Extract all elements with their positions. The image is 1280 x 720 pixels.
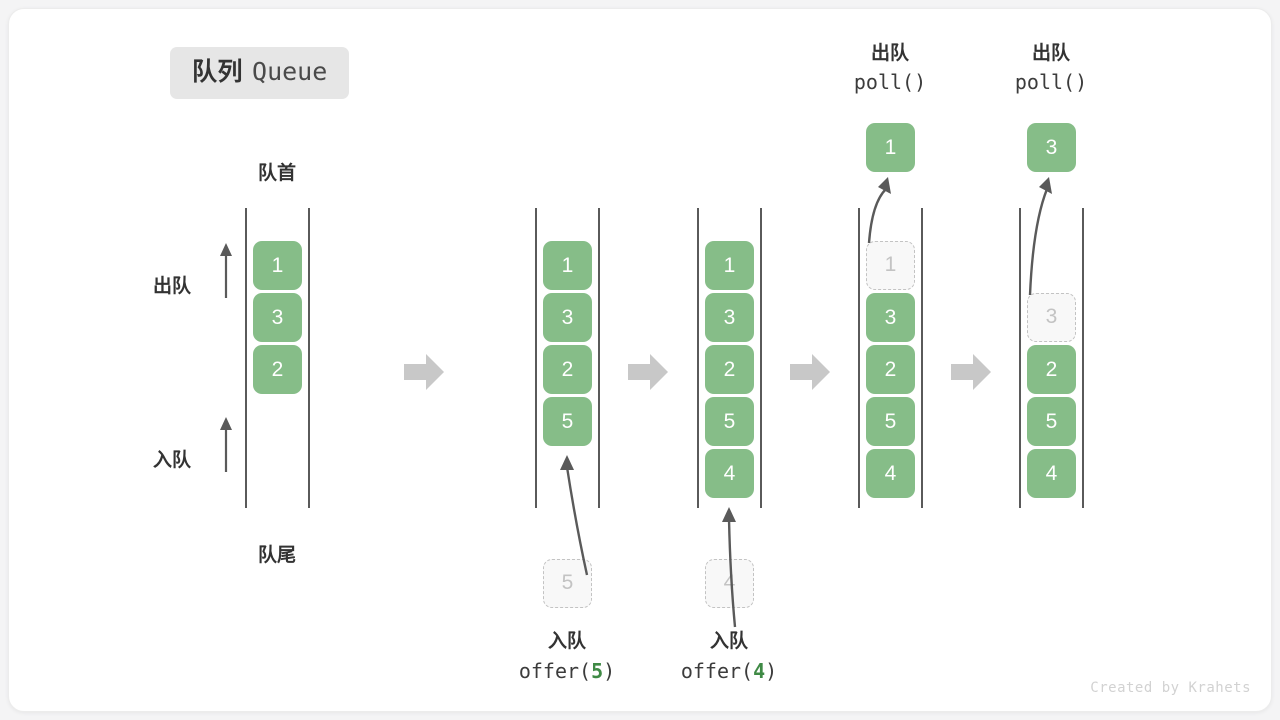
dequeue-direction-arrow [215, 241, 237, 304]
queue-cell: 1 [705, 241, 754, 290]
step-arrow-icon [402, 352, 446, 392]
operation-caption-top: 出队 poll() [995, 41, 1107, 96]
operation-caption-call: offer(5) [495, 658, 639, 685]
incoming-element-ghost: 4 [705, 559, 754, 608]
dequeue-arrow [867, 177, 891, 244]
queue-cell: 5 [866, 397, 915, 446]
queue-rail-left [1019, 208, 1021, 508]
operation-caption-top: 出队 poll() [834, 41, 946, 96]
title-en: Queue [252, 57, 328, 86]
operation-caption-bottom: 入队 offer(4) [657, 629, 801, 685]
label-dequeue-direction: 出队 [153, 276, 192, 297]
queue-cell: 4 [705, 449, 754, 498]
queue-cell: 3 [543, 293, 592, 342]
queue-cell: 2 [543, 345, 592, 394]
queue-rail-right [598, 208, 600, 508]
queue-cell: 2 [705, 345, 754, 394]
title-cn: 队列 [192, 58, 244, 86]
queue-cell: 2 [253, 345, 302, 394]
operation-caption-cn: 入队 [547, 631, 586, 652]
call-close-paren: ) [603, 658, 616, 683]
call-argument: 4 [753, 658, 766, 683]
queue-cell: 2 [866, 345, 915, 394]
queue-cell: 1 [543, 241, 592, 290]
step-arrow-icon [626, 352, 670, 392]
enqueue-arrow [560, 455, 589, 576]
call-argument: 5 [591, 658, 604, 683]
queue-cell: 5 [705, 397, 754, 446]
incoming-element-ghost: 5 [543, 559, 592, 608]
operation-caption-call: poll() [1014, 69, 1088, 94]
queue-rail-left [535, 208, 537, 508]
call-name: offer( [518, 658, 592, 683]
queue-cell: 3 [253, 293, 302, 342]
label-enqueue-direction: 入队 [153, 450, 192, 471]
queue-cell: 3 [866, 293, 915, 342]
queue-cell: 5 [1027, 397, 1076, 446]
call-close-paren: ) [765, 658, 778, 683]
queue-rail-right [760, 208, 762, 508]
queue-rail-left [245, 208, 247, 508]
operation-caption-cn: 出队 [870, 43, 909, 64]
enqueue-arrow [722, 507, 737, 628]
step-arrow-icon [788, 352, 832, 392]
label-queue-rear: 队尾 [257, 545, 296, 566]
queue-cell-ghost: 3 [1027, 293, 1076, 342]
operation-caption-cn: 入队 [709, 631, 748, 652]
queue-cell: 4 [1027, 449, 1076, 498]
queue-cell: 3 [705, 293, 754, 342]
queue-rail-right [308, 208, 310, 508]
queue-cell: 5 [543, 397, 592, 446]
operation-caption-bottom: 入队 offer(5) [495, 629, 639, 685]
title-badge: 队列 Queue [170, 47, 350, 99]
queue-cell: 2 [1027, 345, 1076, 394]
popped-element: 1 [866, 123, 915, 172]
queue-cell-ghost: 1 [866, 241, 915, 290]
step-arrow-icon [949, 352, 993, 392]
queue-rail-right [1082, 208, 1084, 508]
credit-text: Created by Krahets [1090, 680, 1251, 696]
label-queue-front: 队首 [257, 163, 296, 184]
dequeue-arrow [1028, 177, 1052, 296]
operation-caption-call: offer(4) [657, 658, 801, 685]
queue-rail-right [921, 208, 923, 508]
call-name: offer( [680, 658, 754, 683]
queue-rail-left [697, 208, 699, 508]
queue-cell: 1 [253, 241, 302, 290]
queue-rail-left [858, 208, 860, 508]
queue-cell: 4 [866, 449, 915, 498]
operation-caption-cn: 出队 [1031, 43, 1070, 64]
popped-element: 3 [1027, 123, 1076, 172]
operation-caption-call: poll() [853, 69, 927, 94]
enqueue-direction-arrow [215, 415, 237, 478]
